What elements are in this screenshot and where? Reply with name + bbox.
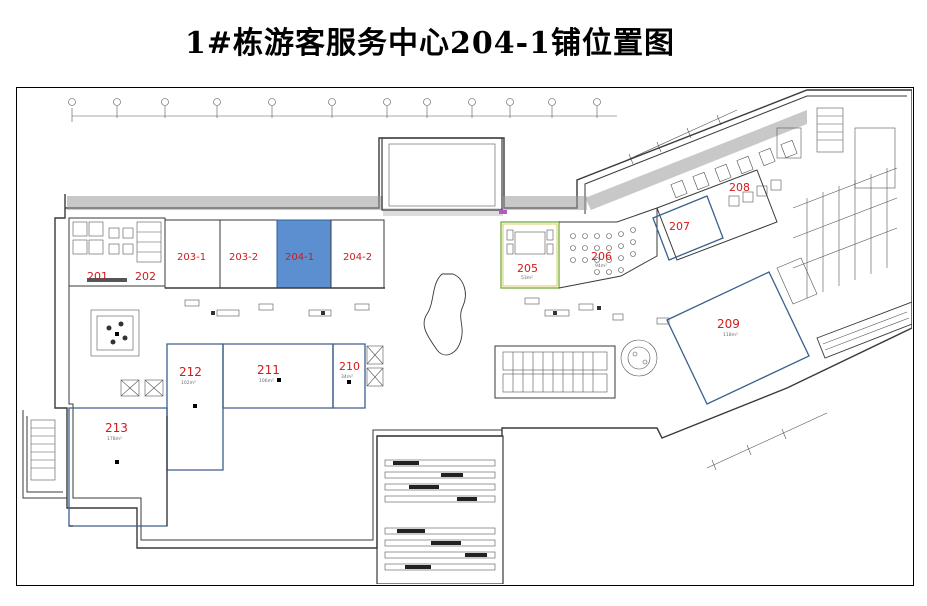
unit-label: 211: [257, 363, 280, 377]
unit-label: 205: [517, 262, 538, 275]
unit-label: 203-1: [177, 252, 206, 263]
toilet-block: [68, 217, 166, 287]
unit-area: 34m²: [341, 374, 353, 380]
floor-plan: 201 202 203-1 203-2 204-1 204-2 205 53m²…: [22, 89, 912, 584]
room-207-208: [652, 139, 798, 261]
info-area-west: [90, 309, 140, 357]
stair-towers-ne: [776, 107, 896, 189]
unit-label: 210: [339, 360, 360, 373]
unit-label: 204-1: [285, 252, 314, 263]
escalators: [494, 345, 616, 399]
unit-203-2-box[interactable]: [219, 219, 278, 289]
page-title: 1#栋游客服务中心204-1铺位置图: [185, 26, 675, 61]
unit-label: 206: [591, 250, 612, 263]
room-206: [558, 207, 658, 289]
unit-204-1-box-highlighted[interactable]: [276, 219, 332, 289]
floor-plan-frame: 201 202 203-1 203-2 204-1 204-2 205 53m²…: [16, 87, 914, 586]
unit-label: 204-2: [343, 252, 372, 263]
building-outline: [22, 89, 912, 549]
unit-area: 118m²: [723, 332, 738, 338]
unit-area: 53m²: [521, 275, 533, 281]
room-209: [620, 257, 818, 405]
atrium: [381, 137, 503, 356]
unit-label: 202: [135, 270, 156, 283]
unit-labels: 201 202 203-1 203-2 204-1 204-2 205 53m²…: [87, 181, 750, 442]
unit-label: 213: [105, 421, 128, 435]
unit-label: 212: [179, 365, 202, 379]
room-205: [499, 210, 560, 289]
east-hall: [792, 167, 912, 359]
south-rooms: [68, 343, 384, 527]
unit-label: 201: [87, 270, 108, 283]
unit-area: 106m²: [259, 378, 274, 384]
unit-area: 178m²: [107, 436, 122, 442]
grid-axis-diagonal: [626, 109, 828, 471]
unit-area: 94m²: [595, 263, 607, 269]
store-row: [164, 219, 385, 289]
hatched-wall-band: [67, 110, 807, 216]
unit-label: 207: [669, 220, 690, 233]
grid-axis-top: [68, 98, 617, 122]
unit-203-1-box[interactable]: [164, 219, 221, 289]
unit-label: 203-2: [229, 252, 258, 263]
unit-label: 209: [717, 317, 740, 331]
unit-label: 208: [729, 181, 750, 194]
south-corridor-block: [376, 435, 504, 584]
kiosk-counters: [184, 297, 670, 325]
unit-204-2-box[interactable]: [330, 219, 385, 289]
unit-area: 102m²: [181, 380, 196, 386]
